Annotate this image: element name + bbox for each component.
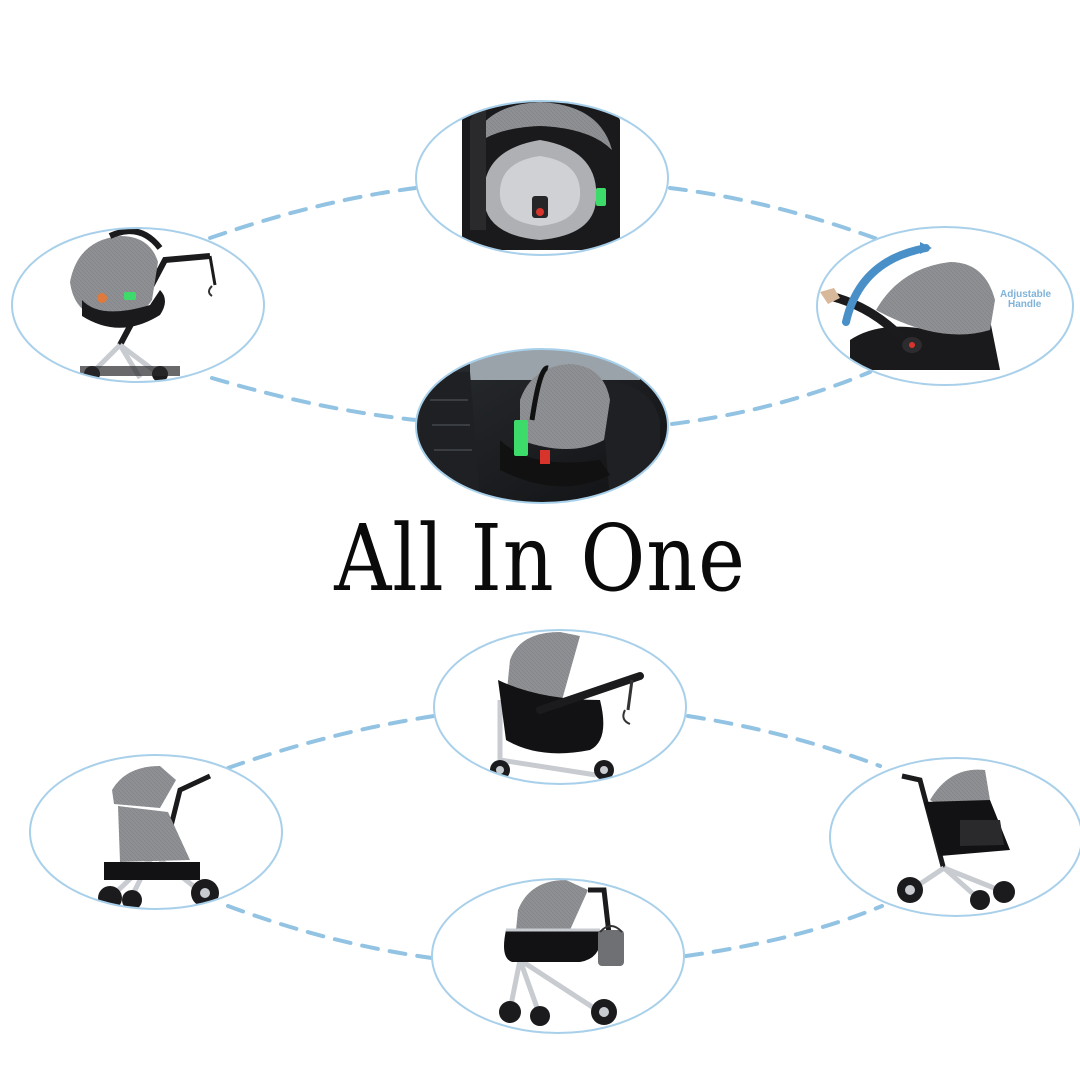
handle-label-line1: Adjustable bbox=[1000, 289, 1052, 300]
bubble-border bbox=[829, 757, 1080, 917]
car-seat-on-stroller-bubble bbox=[11, 227, 265, 383]
adjustable-handle-bubble: Adjustable Handle bbox=[816, 226, 1074, 386]
connector-lines bbox=[208, 186, 884, 960]
handle-label-line2: Handle bbox=[1008, 299, 1042, 310]
connector-line bbox=[208, 186, 418, 240]
bassinet-mode-bubble bbox=[433, 629, 687, 785]
bubble-border bbox=[415, 100, 669, 256]
bubble-border bbox=[431, 878, 685, 1034]
bubble-border bbox=[816, 226, 1074, 386]
bubble-border bbox=[415, 348, 669, 504]
bubble-border bbox=[433, 629, 687, 785]
stroller-seat-reverse-bubble bbox=[829, 757, 1080, 917]
bassinet-with-bag-bubble bbox=[431, 878, 685, 1034]
stroller-seat-forward-bubble bbox=[29, 754, 283, 910]
connector-line bbox=[226, 714, 436, 770]
connector-line bbox=[686, 714, 882, 768]
connector-line bbox=[670, 370, 872, 426]
connector-line bbox=[210, 376, 418, 422]
connector-line bbox=[668, 186, 882, 242]
bubble-border bbox=[29, 754, 283, 910]
bubble-border bbox=[11, 227, 265, 383]
car-seat-in-vehicle-bubble bbox=[415, 348, 669, 504]
page-title: All In One bbox=[334, 505, 746, 612]
car-seat-front-bubble bbox=[415, 100, 669, 256]
connector-line bbox=[684, 904, 884, 958]
connector-line bbox=[226, 904, 434, 960]
